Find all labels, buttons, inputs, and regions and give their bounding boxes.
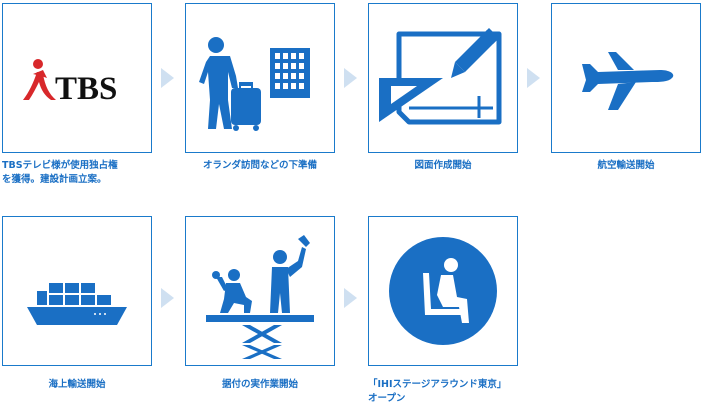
- step-image-drawing: [368, 3, 518, 153]
- arrow-4: [161, 288, 174, 308]
- airplane-icon: [582, 52, 674, 110]
- ship-icon: [27, 283, 127, 325]
- step-image-installation: [185, 216, 335, 366]
- arrow-3: [527, 68, 540, 88]
- workers-icon: [206, 235, 314, 359]
- step-caption-opening: 「IHIステージアラウンド東京」 オープン: [368, 379, 507, 404]
- step-caption-preparation: オランダ訪問などの下準備: [202, 160, 317, 171]
- step-caption-sea: 海上輸送開始: [48, 379, 106, 390]
- traveler-icon: [199, 37, 310, 131]
- drawing-icon: [379, 28, 502, 125]
- step-caption-drawing: 図面作成開始: [414, 160, 472, 171]
- step-image-air: [551, 3, 701, 153]
- step-caption-installation: 据付の実作業開始: [221, 379, 298, 390]
- arrow-5: [344, 288, 357, 308]
- step-caption-tbs: TBSテレビ様が使用独占権 を獲得。建設計画立案。: [2, 160, 118, 185]
- step-image-tbs: TBS: [2, 3, 152, 153]
- step-image-opening: [368, 216, 518, 366]
- svg-text:TBS: TBS: [55, 71, 117, 107]
- seat-icon: [389, 237, 497, 345]
- arrow-2: [344, 68, 357, 88]
- step-image-sea: [2, 216, 152, 366]
- step-caption-air: 航空輸送開始: [597, 160, 655, 171]
- tbs-logo: TBS: [23, 59, 117, 107]
- arrow-1: [161, 68, 174, 88]
- step-image-preparation: [185, 3, 335, 153]
